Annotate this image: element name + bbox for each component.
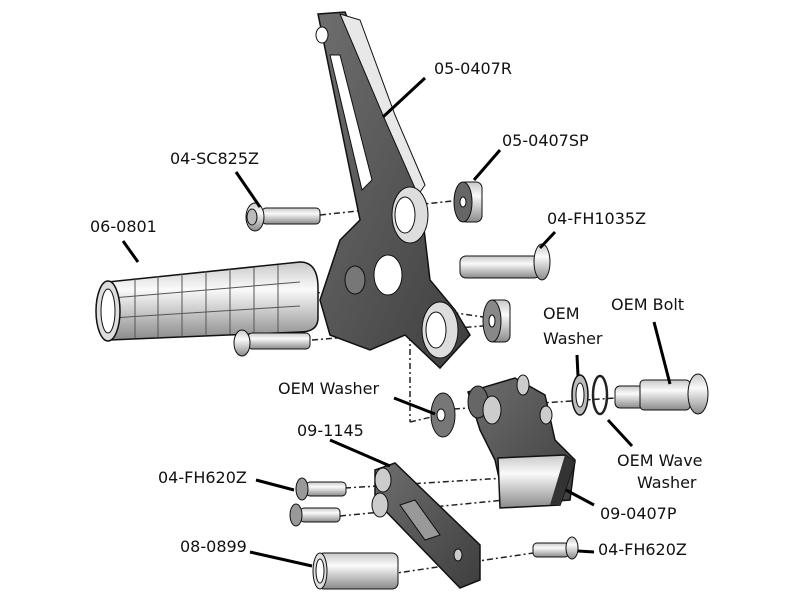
label-oem-wave-washer-line2: Washer <box>637 473 697 492</box>
label-06-0801: 06-0801 <box>90 217 157 236</box>
leader-05-0407R <box>381 76 427 119</box>
leader-04-SC825Z <box>234 171 262 208</box>
bolt-04-SC825Z <box>245 202 321 232</box>
oem-washer-right <box>571 374 589 416</box>
bolt-04-FH1035Z <box>459 243 551 281</box>
sleeve-08-0899 <box>312 552 399 590</box>
label-oem-bolt: OEM Bolt <box>611 295 685 314</box>
bolt-04-FH620Z-upper <box>295 477 347 501</box>
label-05-0407R: 05-0407R <box>434 59 512 78</box>
label-09-1145: 09-1145 <box>297 421 364 440</box>
label-04-FH1035Z: 04-FH1035Z <box>547 209 647 228</box>
leader-lines <box>121 76 672 568</box>
link-plate-09-1145 <box>371 462 481 589</box>
spacer <box>482 299 511 343</box>
leader-04-FH620Z-right <box>577 549 595 554</box>
bolt-04-FH620Z-right <box>532 536 579 560</box>
label-04-FH620Z-left: 04-FH620Z <box>158 468 247 487</box>
oem-bolt <box>614 373 709 415</box>
label-05-0407SP: 05-0407SP <box>502 131 589 150</box>
leader-oem-washer-right <box>575 354 580 377</box>
leader-09-1145 <box>329 438 391 468</box>
label-09-0407P: 09-0407P <box>600 504 677 523</box>
block-09-0407P <box>497 454 576 509</box>
bolt-04-FH620Z-lower <box>289 503 341 527</box>
footpeg-06-0801 <box>95 261 319 342</box>
oem-washer-left <box>430 392 456 438</box>
label-oem-wave-washer-line1: OEM Wave <box>617 451 703 470</box>
label-08-0899: 08-0899 <box>180 537 247 556</box>
leader-06-0801 <box>121 240 140 263</box>
leader-oem-bolt <box>652 321 672 385</box>
label-oem-washer-right-line1: OEM <box>543 304 580 323</box>
label-04-FH620Z-right: 04-FH620Z <box>598 540 687 559</box>
leader-04-FH620Z-left <box>255 478 295 492</box>
leader-08-0899 <box>249 550 313 568</box>
hanger-bracket-05-0407R <box>315 11 471 370</box>
leader-04-FH1035Z <box>538 230 557 250</box>
spacer-05-0407SP <box>453 181 483 223</box>
leader-oem-washer-left <box>393 396 436 416</box>
bolt <box>233 329 311 357</box>
oem-wave-washer <box>591 374 609 416</box>
label-oem-washer-left: OEM Washer <box>278 379 380 398</box>
leader-05-0407SP <box>472 149 502 181</box>
leader-09-0407P <box>565 488 595 507</box>
label-04-SC825Z: 04-SC825Z <box>170 149 259 168</box>
label-oem-washer-right-line2: Washer <box>543 329 603 348</box>
leader-oem-wave-washer <box>606 418 634 448</box>
